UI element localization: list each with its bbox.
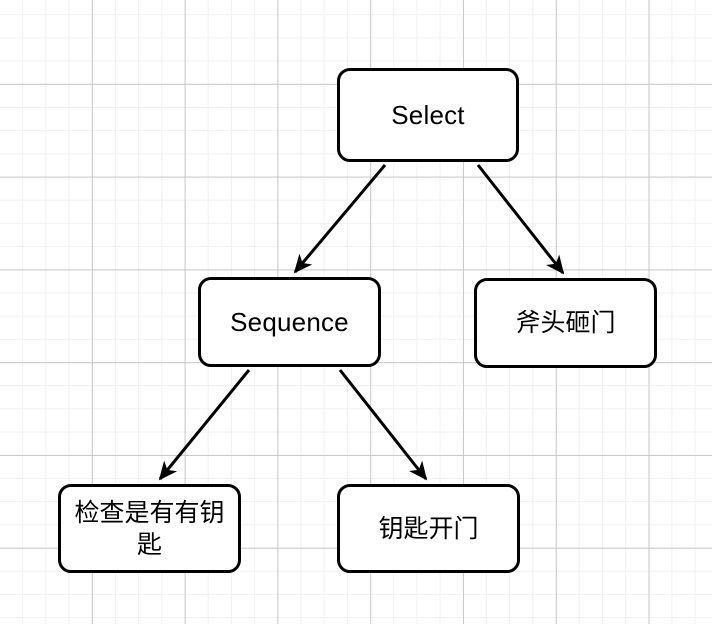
node-sequence-label: Sequence bbox=[230, 306, 349, 337]
node-key-open-door-label: 钥匙开门 bbox=[378, 513, 479, 543]
node-select[interactable]: Select bbox=[337, 68, 519, 162]
edge-sequence-to-key-open-door bbox=[338, 369, 428, 481]
edge-select-to-sequence bbox=[293, 164, 387, 274]
node-key-open-door[interactable]: 钥匙开门 bbox=[337, 484, 520, 573]
node-select-label: Select bbox=[391, 99, 465, 130]
node-check-has-key-label: 检查是有有钥 匙 bbox=[74, 498, 225, 559]
node-axe-break-door[interactable]: 斧头砸门 bbox=[474, 278, 657, 368]
node-axe-break-door-label: 斧头砸门 bbox=[515, 308, 616, 338]
node-sequence[interactable]: Sequence bbox=[198, 277, 381, 367]
node-check-has-key[interactable]: 检查是有有钥 匙 bbox=[58, 484, 241, 573]
edge-select-to-axe-break-door bbox=[476, 164, 565, 275]
edge-sequence-to-check-has-key bbox=[158, 369, 251, 481]
